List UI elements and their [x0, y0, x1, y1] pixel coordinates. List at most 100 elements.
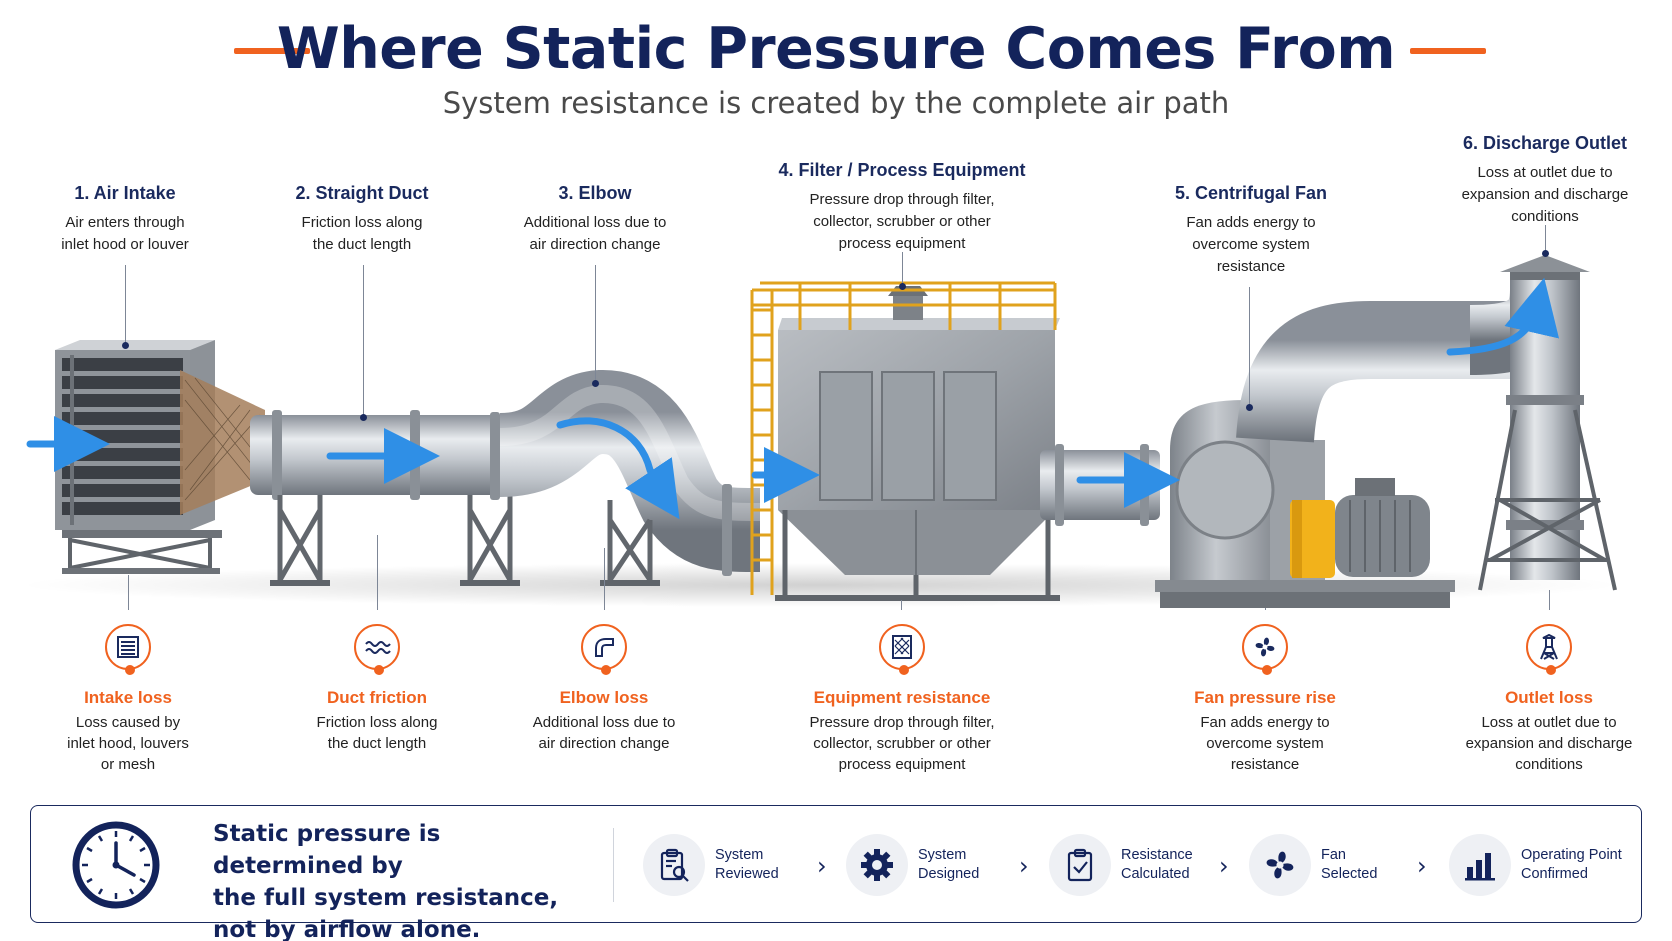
- loss-desc-line: overcome system: [1206, 735, 1324, 752]
- page-title: Where Static Pressure Comes From: [276, 16, 1396, 82]
- step-label-line: Resistance: [1121, 847, 1193, 863]
- step-label-line: Reviewed: [715, 866, 779, 882]
- summary-statement: Static pressure is determined by the ful…: [213, 818, 583, 941]
- stage-desc-line: expansion and discharge: [1461, 186, 1629, 203]
- stage-title: 2. Straight Duct: [295, 183, 429, 203]
- stage-desc-line: process equipment: [838, 235, 966, 252]
- intake-louver-unit: [55, 340, 265, 574]
- summary-line: the full system resistance,: [213, 885, 559, 911]
- stage-desc-line: Fan adds energy to: [1186, 214, 1316, 231]
- centrifugal-fan: [1155, 301, 1510, 608]
- loss-desc-line: the duct length: [327, 735, 427, 752]
- stage-desc-line: collector, scrubber or other: [813, 213, 991, 230]
- loss-desc-line: resistance: [1230, 756, 1300, 773]
- filter-icon: [879, 624, 925, 675]
- chevron-right-icon: ›: [817, 852, 827, 880]
- stage-desc-line: resistance: [1216, 258, 1286, 275]
- callout-line: [595, 265, 596, 383]
- chevron-right-icon: ›: [1417, 852, 1427, 880]
- callout-dot: [360, 414, 367, 421]
- loss-title: Intake loss: [84, 688, 172, 707]
- page-subtitle: System resistance is created by the comp…: [442, 86, 1230, 120]
- friction-waves-icon: [354, 624, 400, 675]
- flow-arrow-outlet: [1446, 277, 1560, 356]
- clipboard-search-icon: [643, 834, 705, 896]
- fan-icon: [1242, 624, 1288, 675]
- step-label-line: System: [918, 847, 967, 863]
- callout-dot: [1246, 404, 1253, 411]
- chevron-right-icon: ›: [1019, 852, 1029, 880]
- loss-desc-line: Friction loss along: [316, 714, 438, 731]
- stage-desc-line: air direction change: [529, 236, 661, 253]
- stage-straight-duct: 2. Straight Duct Friction loss along the…: [242, 183, 482, 256]
- loss-desc-line: air direction change: [538, 735, 670, 752]
- callout-dot: [122, 342, 129, 349]
- title-wrap: Where Static Pressure Comes From: [0, 14, 1672, 84]
- filter-equipment: [750, 281, 1060, 601]
- stage-desc-line: overcome system: [1192, 236, 1310, 253]
- stage-title: 6. Discharge Outlet: [1462, 133, 1628, 153]
- callout-line: [128, 575, 129, 610]
- step-label-line: Designed: [918, 866, 980, 882]
- callout-line: [1249, 287, 1250, 407]
- louver-icon: [105, 624, 151, 675]
- step-label-line: Fan: [1321, 847, 1346, 863]
- straight-duct: [250, 410, 520, 586]
- summary-divider: [613, 828, 614, 902]
- stage-desc-line: Pressure drop through filter,: [809, 191, 995, 208]
- loss-duct-friction: Duct friction Friction loss along the du…: [257, 624, 497, 754]
- summary-line: Static pressure is determined by: [213, 821, 441, 879]
- loss-desc-line: process equipment: [838, 756, 966, 773]
- flow-arrows: [26, 277, 1560, 520]
- stage-title: 4. Filter / Process Equipment: [778, 160, 1026, 180]
- callout-line: [604, 548, 605, 610]
- loss-title: Elbow loss: [559, 688, 649, 707]
- loss-desc-line: Loss at outlet due to: [1481, 714, 1617, 731]
- stack-tower-icon: [1526, 624, 1572, 675]
- stage-desc-line: the duct length: [312, 236, 412, 253]
- stage-discharge-outlet: 6. Discharge Outlet Loss at outlet due t…: [1425, 133, 1665, 228]
- loss-desc-line: Additional loss due to: [532, 714, 676, 731]
- loss-desc-line: Pressure drop through filter,: [809, 714, 995, 731]
- loss-title: Duct friction: [326, 688, 428, 707]
- step-label-line: Calculated: [1121, 866, 1190, 882]
- callout-line: [377, 535, 378, 610]
- clock-icon: [71, 820, 161, 915]
- callout-line: [1545, 225, 1546, 253]
- stage-title: 1. Air Intake: [74, 183, 176, 203]
- chevron-right-icon: ›: [1219, 852, 1229, 880]
- title-accent-right: [1410, 48, 1486, 54]
- loss-title: Outlet loss: [1505, 688, 1593, 707]
- fan-inlet-duct: [1040, 444, 1160, 526]
- loss-desc-line: expansion and discharge: [1465, 735, 1633, 752]
- stage-desc-line: Loss at outlet due to: [1477, 164, 1613, 181]
- fan-icon: [1249, 834, 1311, 896]
- stage-desc-line: conditions: [1511, 208, 1579, 225]
- loss-desc-line: inlet hood, louvers: [67, 735, 189, 752]
- callout-line: [1265, 608, 1266, 610]
- summary-line: not by airflow alone.: [213, 917, 481, 941]
- loss-title: Fan pressure rise: [1194, 688, 1336, 707]
- summary-panel: Static pressure is determined by the ful…: [30, 805, 1642, 941]
- title-accent-left: [234, 48, 310, 54]
- callout-line: [125, 265, 126, 345]
- callout-line: [901, 600, 902, 610]
- callout-line: [1549, 590, 1550, 610]
- bar-chart-icon: [1449, 834, 1511, 896]
- loss-elbow: Elbow loss Additional loss due to air di…: [484, 624, 724, 754]
- loss-fan-pressure: Fan pressure rise Fan adds energy to ove…: [1145, 624, 1385, 775]
- loss-equipment: Equipment resistance Pressure drop throu…: [752, 624, 1052, 775]
- loss-title: Equipment resistance: [813, 688, 991, 707]
- loss-desc-line: conditions: [1515, 756, 1583, 773]
- stage-desc-line: Additional loss due to: [523, 214, 667, 231]
- stage-desc-line: Friction loss along: [301, 214, 423, 231]
